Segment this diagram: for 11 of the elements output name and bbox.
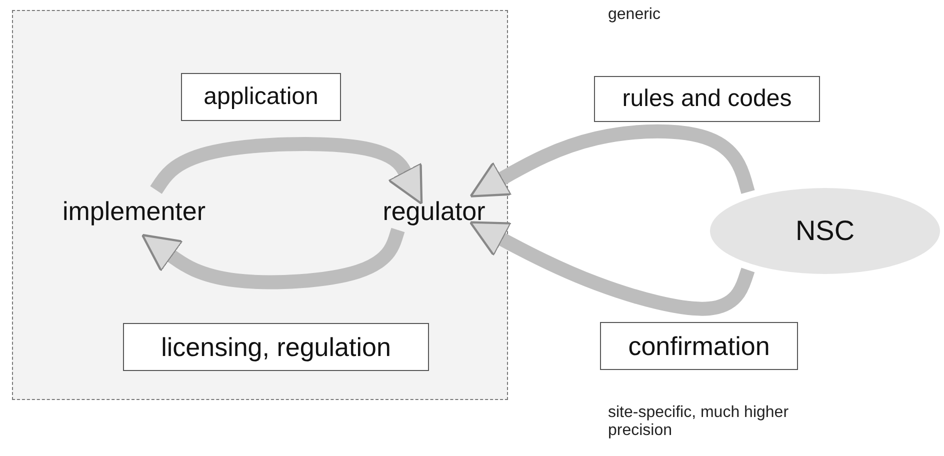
dashed-group-box (12, 10, 508, 400)
label-box: licensing, regulation (123, 323, 429, 371)
curved-arrow (150, 137, 423, 205)
note-text: site-specific, much higher precision (608, 404, 790, 440)
ellipse-node: NSC (710, 188, 940, 274)
label-box: rules and codes (594, 76, 820, 122)
note-text: generic (608, 6, 662, 24)
node-label: regulator (369, 191, 499, 231)
label-box: application (181, 73, 341, 121)
node-label: implementer (27, 191, 241, 231)
label-box: confirmation (600, 322, 798, 370)
